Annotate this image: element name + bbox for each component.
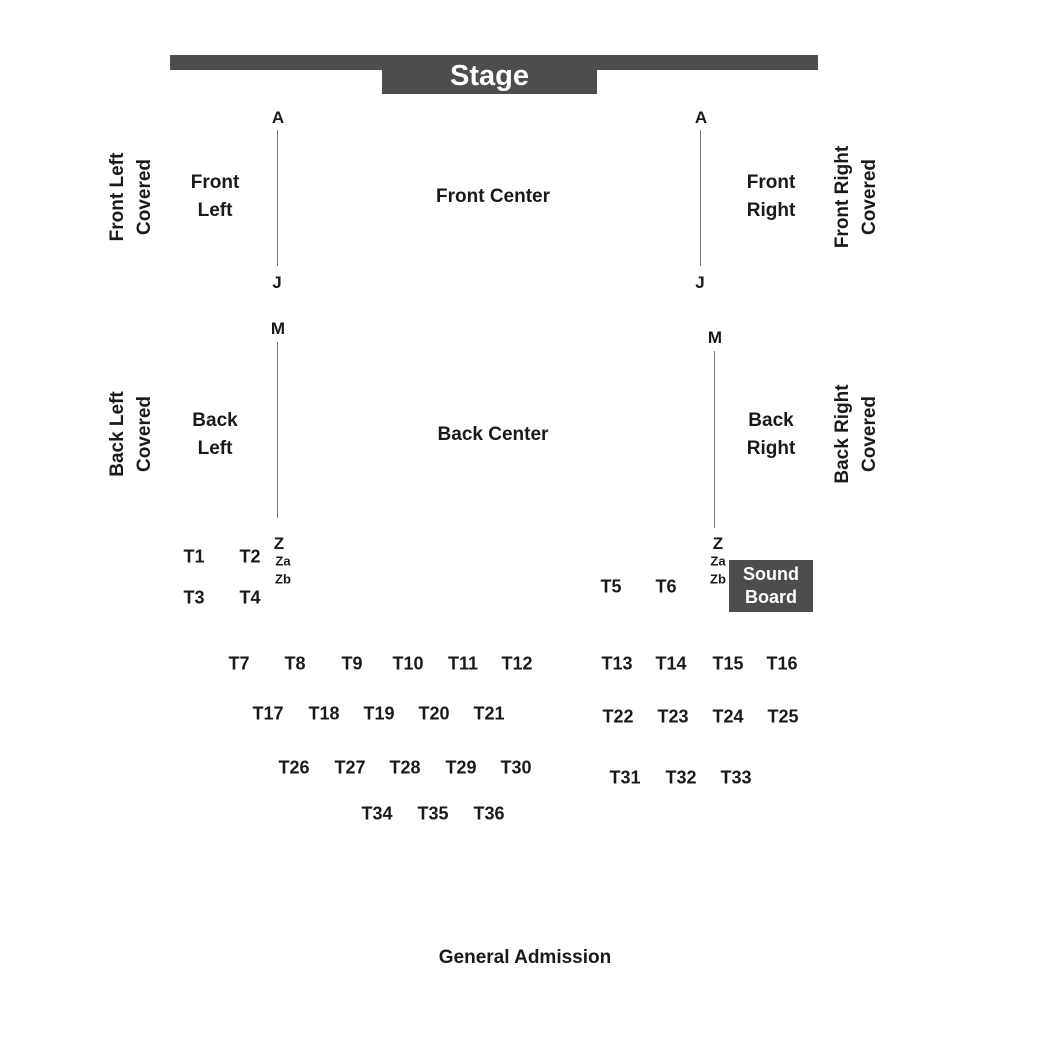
table-t15[interactable]: T15 <box>712 653 744 674</box>
section-front-left-covered-line2: Covered <box>134 158 155 236</box>
table-t18[interactable]: T18 <box>308 703 340 724</box>
table-t3[interactable]: T3 <box>183 587 205 608</box>
table-t33[interactable]: T33 <box>720 767 752 788</box>
aisle-line-front-right <box>700 130 701 266</box>
table-t21[interactable]: T21 <box>473 703 505 724</box>
aisle-line-front-left <box>277 130 278 266</box>
row-label-j-left: J <box>272 273 282 292</box>
section-front-right-line1: Front <box>746 172 796 193</box>
table-t22[interactable]: T22 <box>602 706 634 727</box>
table-t36[interactable]: T36 <box>473 803 505 824</box>
row-label-m-right: M <box>707 328 723 347</box>
row-label-j-right: J <box>695 273 705 292</box>
section-front-left-covered[interactable]: Front Left Covered <box>104 153 158 242</box>
section-back-right-line2: Right <box>746 438 796 459</box>
row-label-z-left: Z <box>273 534 285 553</box>
sound-board: Sound Board <box>729 560 813 612</box>
table-t17[interactable]: T17 <box>252 703 284 724</box>
table-t19[interactable]: T19 <box>363 703 395 724</box>
row-label-m-left: M <box>270 319 286 338</box>
section-front-right[interactable]: Front Right <box>747 169 796 225</box>
table-t4[interactable]: T4 <box>239 587 261 608</box>
section-back-right[interactable]: Back Right <box>747 407 796 463</box>
table-t34[interactable]: T34 <box>361 803 393 824</box>
section-back-right-covered[interactable]: Back Right Covered <box>829 384 883 483</box>
section-back-left-line1: Back <box>192 410 238 431</box>
table-t11[interactable]: T11 <box>447 653 479 674</box>
row-label-za-left: Za <box>275 553 291 569</box>
section-front-left-covered-line1: Front Left <box>107 152 128 242</box>
section-back-left-line2: Left <box>197 438 233 459</box>
section-back-left-covered[interactable]: Back Left Covered <box>104 391 158 477</box>
section-back-right-covered-line1: Back Right <box>832 384 853 484</box>
section-front-right-covered-line1: Front Right <box>832 145 853 249</box>
stage-label: Stage <box>382 55 597 94</box>
section-back-right-line1: Back <box>748 410 794 431</box>
table-t29[interactable]: T29 <box>445 757 477 778</box>
section-front-left[interactable]: Front Left <box>191 169 240 225</box>
table-t5[interactable]: T5 <box>600 576 622 597</box>
aisle-line-back-left <box>277 342 278 518</box>
sound-board-line2: Board <box>744 587 797 607</box>
table-t25[interactable]: T25 <box>767 706 799 727</box>
table-t13[interactable]: T13 <box>601 653 633 674</box>
table-t9[interactable]: T9 <box>341 653 363 674</box>
table-t28[interactable]: T28 <box>389 757 421 778</box>
sound-board-line1: Sound <box>743 564 799 584</box>
section-front-center[interactable]: Front Center <box>436 186 550 207</box>
table-t35[interactable]: T35 <box>417 803 449 824</box>
table-t32[interactable]: T32 <box>665 767 697 788</box>
row-label-za-right: Za <box>710 553 726 569</box>
table-t2[interactable]: T2 <box>239 546 261 567</box>
table-t24[interactable]: T24 <box>712 706 744 727</box>
table-t8[interactable]: T8 <box>284 653 306 674</box>
table-t1[interactable]: T1 <box>183 546 205 567</box>
table-t26[interactable]: T26 <box>278 757 310 778</box>
row-label-a-left: A <box>271 108 285 127</box>
table-t20[interactable]: T20 <box>418 703 450 724</box>
table-t31[interactable]: T31 <box>609 767 641 788</box>
section-front-right-line2: Right <box>746 200 796 221</box>
row-label-zb-right: Zb <box>710 571 726 587</box>
table-t12[interactable]: T12 <box>501 653 533 674</box>
table-t6[interactable]: T6 <box>655 576 677 597</box>
table-t30[interactable]: T30 <box>500 757 532 778</box>
section-front-right-covered-line2: Covered <box>859 158 880 236</box>
section-front-right-covered[interactable]: Front Right Covered <box>829 146 883 248</box>
section-back-left-covered-line1: Back Left <box>107 391 128 477</box>
row-label-a-right: A <box>694 108 708 127</box>
table-t14[interactable]: T14 <box>655 653 687 674</box>
row-label-z-right: Z <box>712 534 724 553</box>
row-label-zb-left: Zb <box>275 571 291 587</box>
table-t10[interactable]: T10 <box>392 653 424 674</box>
section-back-center[interactable]: Back Center <box>437 424 549 445</box>
section-back-left[interactable]: Back Left <box>192 407 237 463</box>
table-t23[interactable]: T23 <box>657 706 689 727</box>
aisle-line-back-right <box>714 351 715 528</box>
table-t16[interactable]: T16 <box>766 653 798 674</box>
table-t7[interactable]: T7 <box>228 653 250 674</box>
section-front-left-line1: Front <box>190 172 240 193</box>
section-front-left-line2: Left <box>197 200 233 221</box>
section-back-right-covered-line2: Covered <box>859 395 880 473</box>
table-t27[interactable]: T27 <box>334 757 366 778</box>
section-general-admission[interactable]: General Admission <box>438 947 612 968</box>
section-back-left-covered-line2: Covered <box>134 395 155 473</box>
